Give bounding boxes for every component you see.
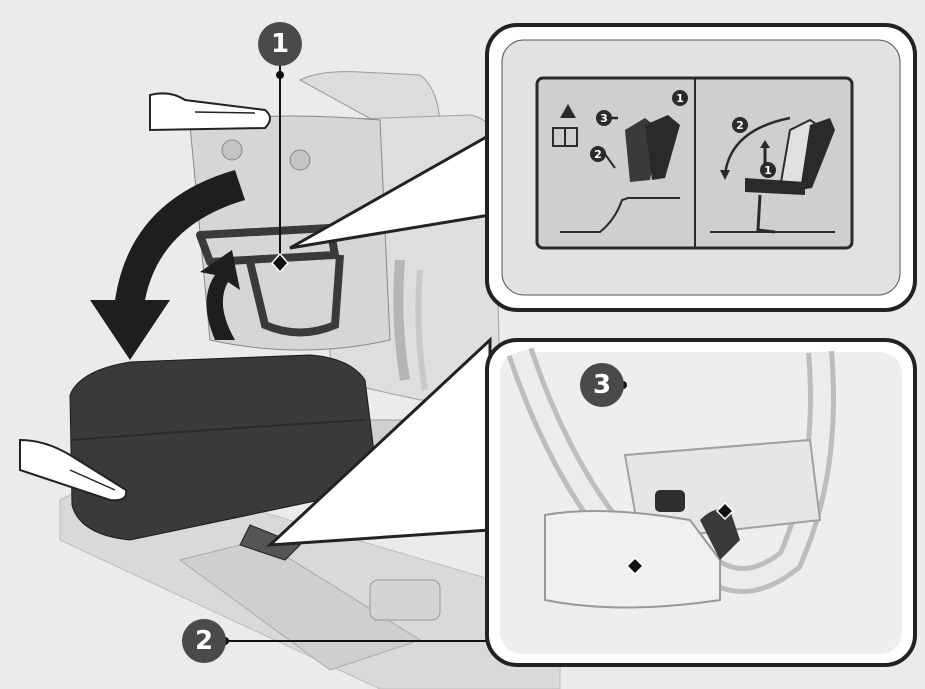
hand-icon [19,438,128,502]
curved-arrow-up-icon [200,250,240,340]
callout-badge-1: 1 [258,22,302,66]
label-left-diagram [552,104,680,233]
callout-badge-2: 2 [182,619,226,663]
label-left-step-3: 3 [600,112,608,125]
owners-manual-icon [552,127,578,147]
latch-zoom-panel [265,336,917,667]
hand-icon [149,92,271,132]
label-left-step-1: 1 [676,92,684,105]
seat-back [189,115,391,351]
warning-triangle-icon [560,104,576,118]
label-right-diagram [710,116,835,234]
callout-badge-3: 3 [580,363,624,407]
label-step-markers: 1 2 3 1 2 [590,90,776,178]
curved-arrow-down-icon [90,170,245,360]
label-left-step-2: 2 [594,148,602,161]
label-right-step-1: 1 [764,164,772,177]
label-right-step-2: 2 [736,119,744,132]
